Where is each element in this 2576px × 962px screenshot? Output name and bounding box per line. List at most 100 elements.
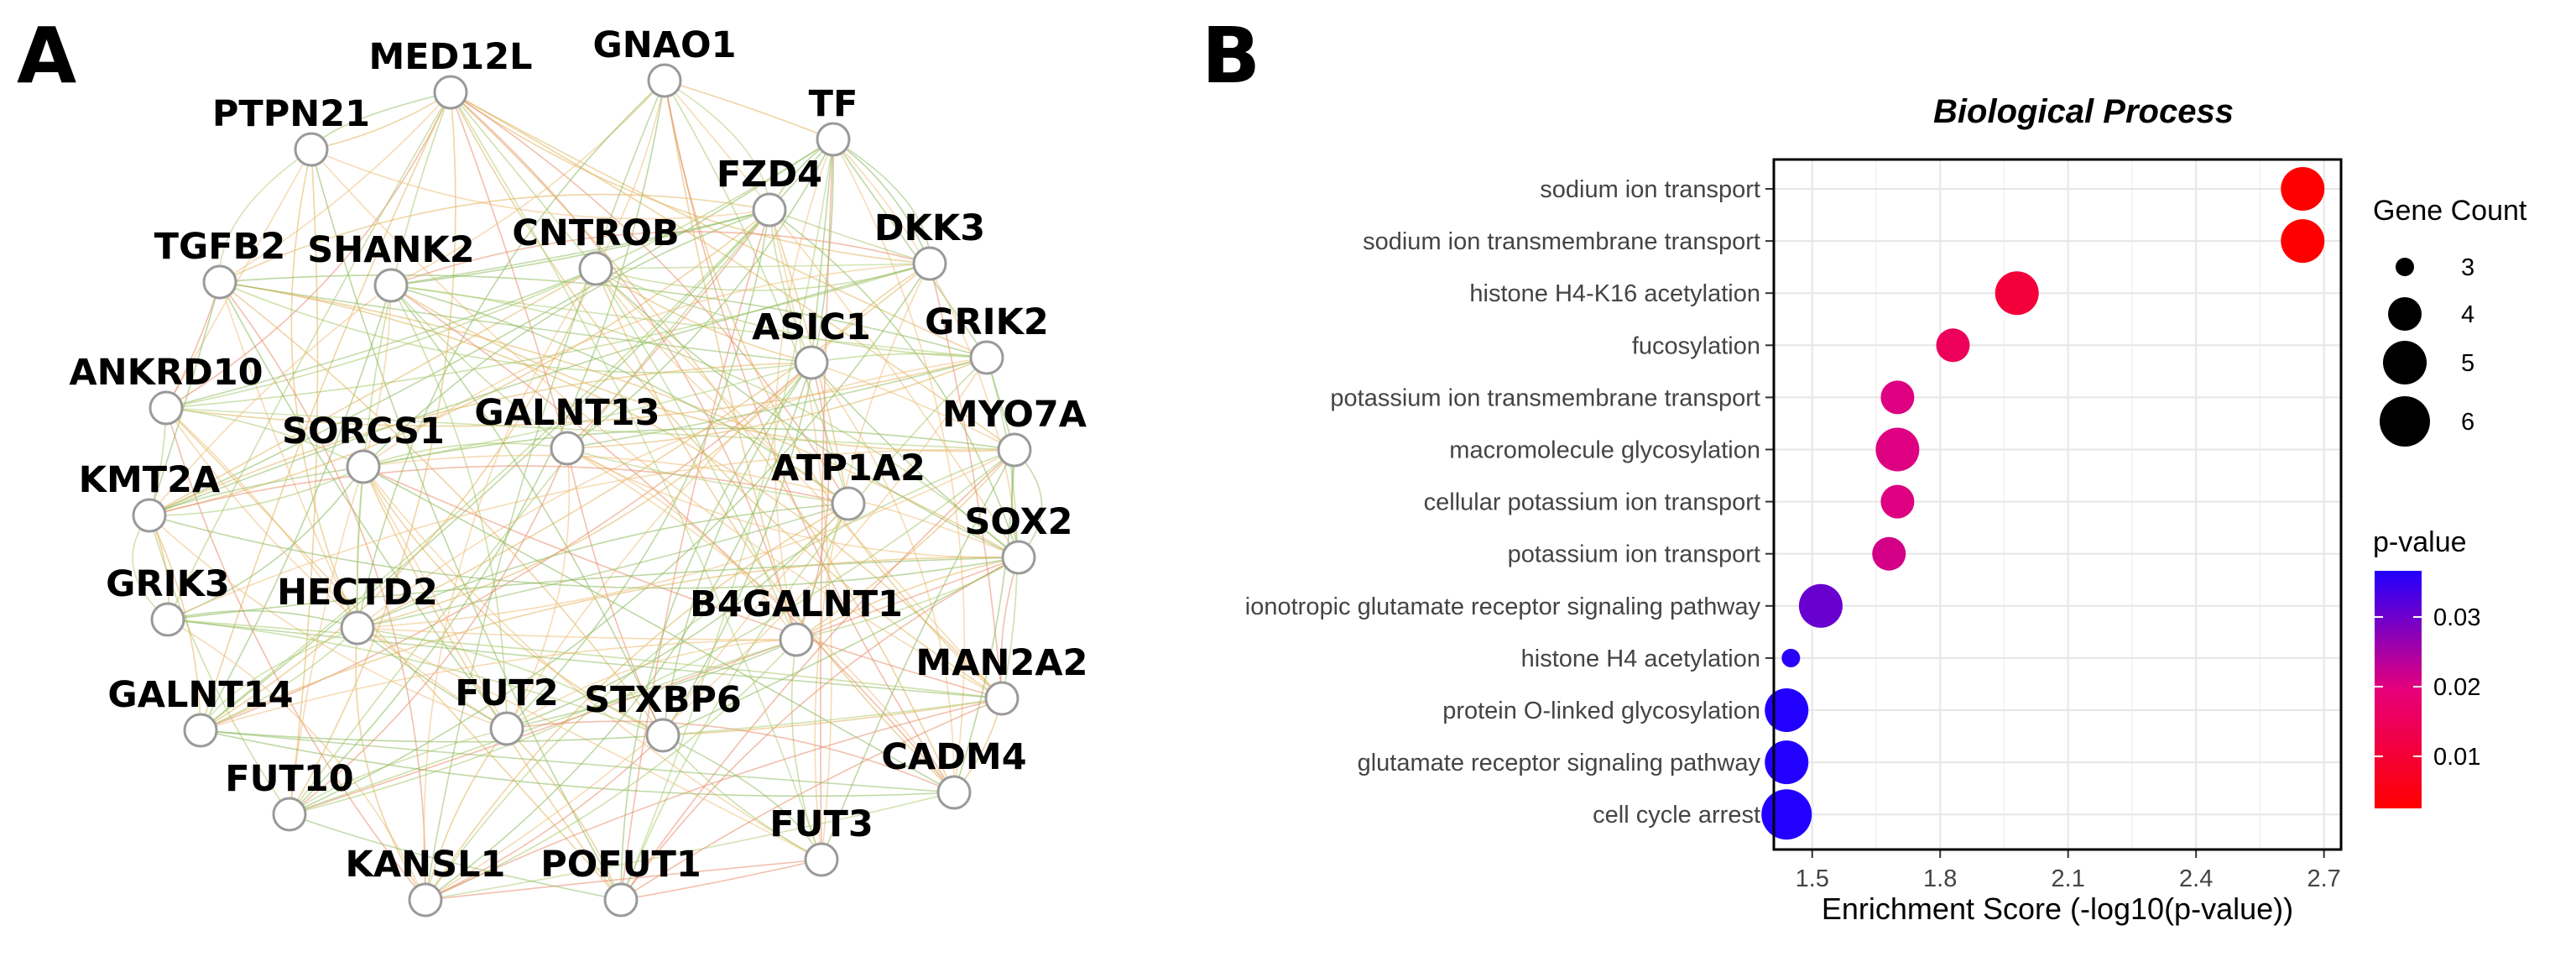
data-point [1936,328,1970,363]
term-label: histone H4-K16 acetylation [1469,280,1760,307]
term-label: potassium ion transport [1508,541,1760,568]
gene-node [373,268,409,303]
network-edge [832,139,931,264]
color-legend-label: 0.03 [2433,604,2480,631]
network-edge [362,454,1019,558]
network-edge [450,91,822,860]
gene-label: FUT3 [769,803,873,845]
network-edge [566,209,770,449]
data-point [1872,536,1906,571]
network-edge [289,813,622,901]
network-edge [425,698,1003,901]
network-edge [289,557,1019,815]
network-edge [566,139,834,449]
term-label: macromolecule glycosylation [1449,437,1760,464]
network-edge [390,285,664,736]
gene-node [183,713,218,748]
data-points [1761,167,2325,840]
color-bar [2375,571,2422,808]
network-edge [506,639,797,729]
gene-label: TF [809,83,858,125]
network-edge [219,281,812,363]
gene-node [1001,540,1036,575]
gene-node [346,449,381,484]
network-edge [289,91,456,815]
gene-label: KMT2A [79,459,221,501]
network-edge [167,609,358,629]
term-label: ionotropic glutamate receptor signaling … [1245,593,1761,620]
gene-label: CADM4 [881,736,1026,778]
network-edge [566,357,988,449]
gene-label: FUT10 [225,758,353,800]
network-edge [149,515,290,815]
network-edge [620,209,770,901]
data-point [2281,167,2325,211]
network-edge [986,357,1018,699]
network-edge [506,362,812,729]
color-legend-label: 0.02 [2433,674,2480,701]
network-edge [310,91,451,150]
network-edge [165,91,451,409]
network-edge [149,268,597,516]
gene-label: TGFB2 [154,226,286,268]
network-edge [769,209,812,363]
network-edge [450,91,931,264]
network-edge [662,503,849,736]
gene-node [550,431,585,466]
gene-label: DKK3 [874,207,985,249]
gene-node [272,797,307,832]
network-edge [200,91,451,731]
x-tick-label: 2.1 [2052,865,2085,892]
gene-label: GRIK2 [925,301,1049,343]
network-edge [425,735,664,901]
data-point [1765,740,1809,785]
network-edge [664,80,834,140]
gene-label: SHANK2 [307,229,474,271]
network-edge [357,362,812,629]
network-edge [390,231,931,286]
network-edge [620,698,1003,901]
gene-node [489,711,524,746]
chart-grid [1774,159,2341,850]
gene-label: GALNT13 [474,392,660,434]
color-legend: p-value 0.030.020.01 [2373,526,2480,808]
network-edge [595,268,849,505]
gene-node [647,63,682,98]
size-legend-label: 6 [2461,409,2474,436]
size-legend-dot [2380,396,2430,447]
network-edge [362,466,622,901]
x-tick-label: 1.5 [1796,865,1829,892]
network-edge [200,729,955,793]
network-edge [662,735,822,860]
gene-label: ATP1A2 [771,447,926,489]
term-label: cellular potassium ion transport [1424,489,1760,516]
network-edge [390,80,665,286]
network-edge [200,639,797,731]
network-edge [566,447,1019,559]
network-edge [310,149,622,901]
network-edge [425,792,955,901]
plot-border [1772,158,2343,851]
size-legend-title: Gene Count [2373,195,2527,227]
term-label: sodium ion transmembrane transport [1363,228,1760,255]
network-edge [811,362,1015,451]
network-edge [423,268,597,901]
network-edge [832,139,988,358]
panel-b-label: B [1202,11,1260,101]
network-edge [662,698,1003,736]
data-point [1798,583,1843,628]
data-point [1880,380,1915,415]
network-edge [149,465,849,516]
data-point [1761,789,1812,840]
network-edge [620,859,822,901]
size-legend-dot [2396,258,2414,276]
network-edge [620,557,1019,901]
network-edge [200,729,664,743]
network-edge [425,362,812,901]
gene-node [779,622,814,657]
network-edge [355,627,426,901]
network-edge [795,449,1015,640]
